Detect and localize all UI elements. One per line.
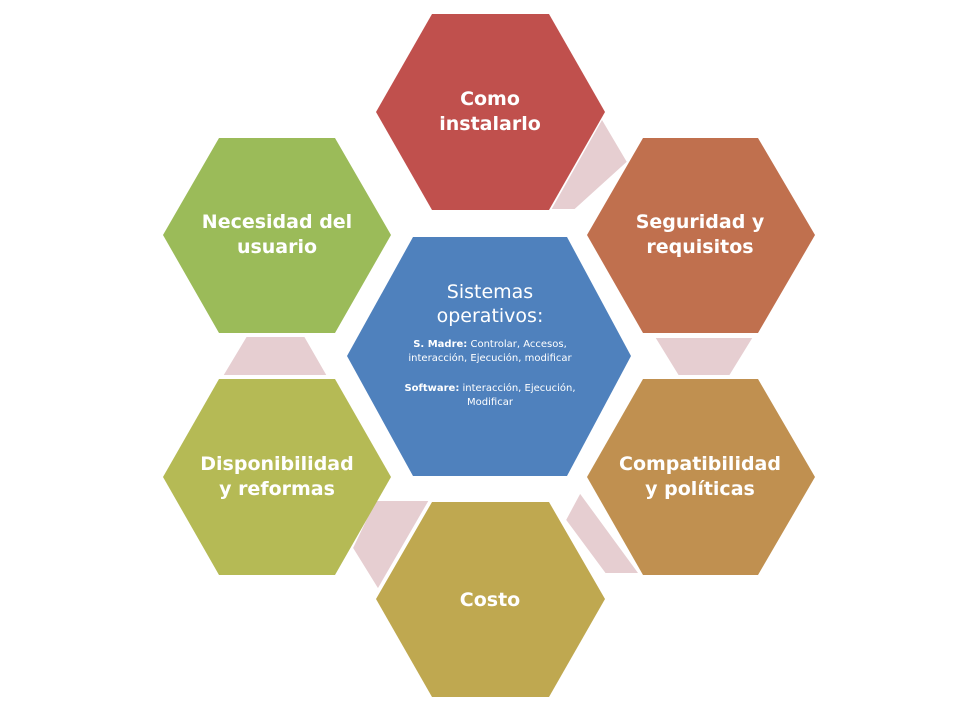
label-seguridad-requisitos: Seguridad y requisitos (620, 185, 780, 285)
hexagon-costo (376, 502, 605, 697)
label-line: instalarlo (439, 113, 541, 135)
connector-disponibilidad-necesidad (220, 335, 330, 377)
label-como-instalarlo: Como instalarlo (410, 62, 570, 162)
software-text-a: interacción, Ejecución, (459, 383, 576, 394)
label-necesidad-usuario: Necesidad del usuario (187, 185, 367, 285)
madre-text-b: interacción, Ejecución, modificar (408, 353, 572, 364)
center-software-text: Software: interacción, Ejecución, Modifi… (370, 382, 610, 410)
hexagon-center (347, 237, 631, 476)
center-title: Sistemas operativos: (370, 280, 610, 328)
hexagon-necesidad-usuario (163, 138, 391, 333)
connector-seguridad-compatibilidad (652, 336, 756, 377)
label-line: y reformas (219, 478, 335, 500)
label-line: Seguridad y (635, 211, 765, 233)
software-text-b: Modificar (467, 397, 513, 408)
center-title-line: operativos: (436, 305, 544, 327)
label-line: Disponibilidad (200, 453, 354, 475)
hexagon-disponibilidad-reformas (163, 379, 391, 575)
label-line: requisitos (646, 236, 754, 258)
hexagon-seguridad-requisitos (587, 138, 815, 333)
label-line: usuario (236, 236, 318, 258)
madre-label: S. Madre: (413, 339, 468, 350)
label-line: y políticas (645, 478, 755, 500)
connector-compatibilidad-costo (563, 490, 642, 575)
connectors (220, 116, 756, 592)
label-line: Necesidad del (201, 211, 353, 233)
center-madre-text: S. Madre: Controlar, Accesos, interacció… (370, 338, 610, 366)
software-label: Software: (404, 383, 460, 394)
center-text: Sistemas operativos: S. Madre: Controlar… (370, 280, 610, 410)
label-line: Como (460, 88, 520, 110)
connector-costo-disponibilidad (350, 499, 432, 592)
center-title-line: Sistemas (446, 281, 534, 303)
label-line: Costo (459, 588, 521, 611)
madre-text-a: Controlar, Accesos, (467, 339, 567, 350)
label-compatibilidad-politicas: Compatibilidad y políticas (605, 427, 795, 527)
hexagon-como-instalarlo (376, 14, 605, 210)
label-disponibilidad-reformas: Disponibilidad y reformas (182, 427, 372, 527)
label-line: Compatibilidad (619, 453, 781, 475)
label-costo: Costo (410, 550, 570, 650)
hexagon-compatibilidad-politicas (587, 379, 815, 575)
connector-como-seguridad (548, 116, 630, 211)
